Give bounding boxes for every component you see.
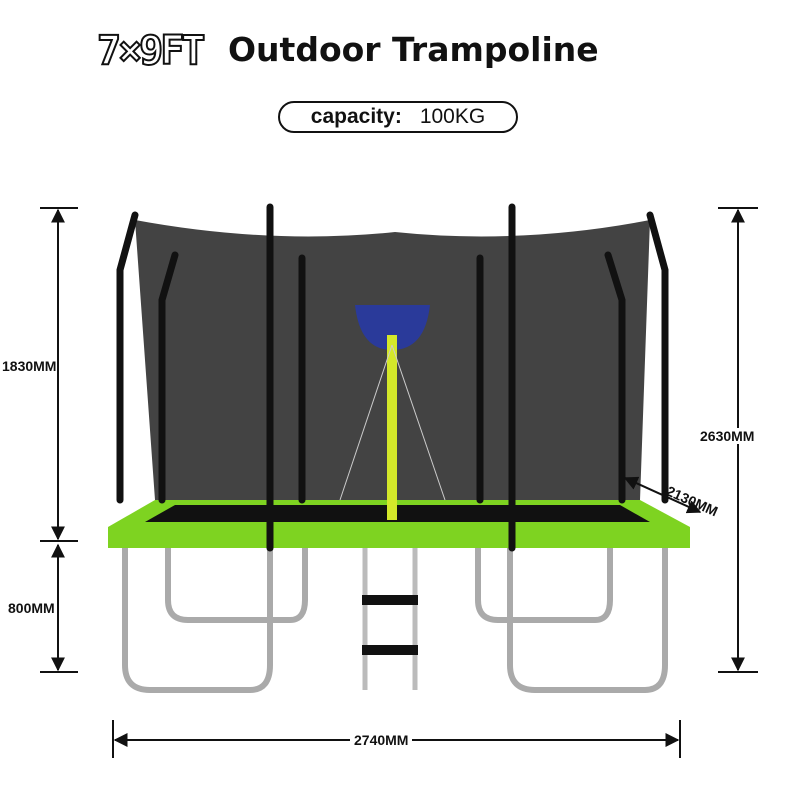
net-strap [339,344,393,501]
capacity-label: capacity: [310,105,402,128]
capacity-value: 100KG [419,105,486,128]
poles [116,203,669,552]
ladder [362,548,418,690]
net-height-label: 1830MM [2,358,57,374]
frame-height-label: 800MM [8,600,55,616]
length-label: 2740MM [350,732,413,748]
basketball-hoop [355,305,430,350]
legs [122,548,668,693]
jumping-mat [145,505,650,522]
zipper [387,335,397,520]
page-title: Outdoor Trampoline [228,30,599,69]
total-height-label: 2630MM [700,428,755,444]
net-strap [391,344,446,501]
capacity-badge: capacity: 100KG [278,101,518,133]
size-label: 7×9FT [96,27,206,75]
